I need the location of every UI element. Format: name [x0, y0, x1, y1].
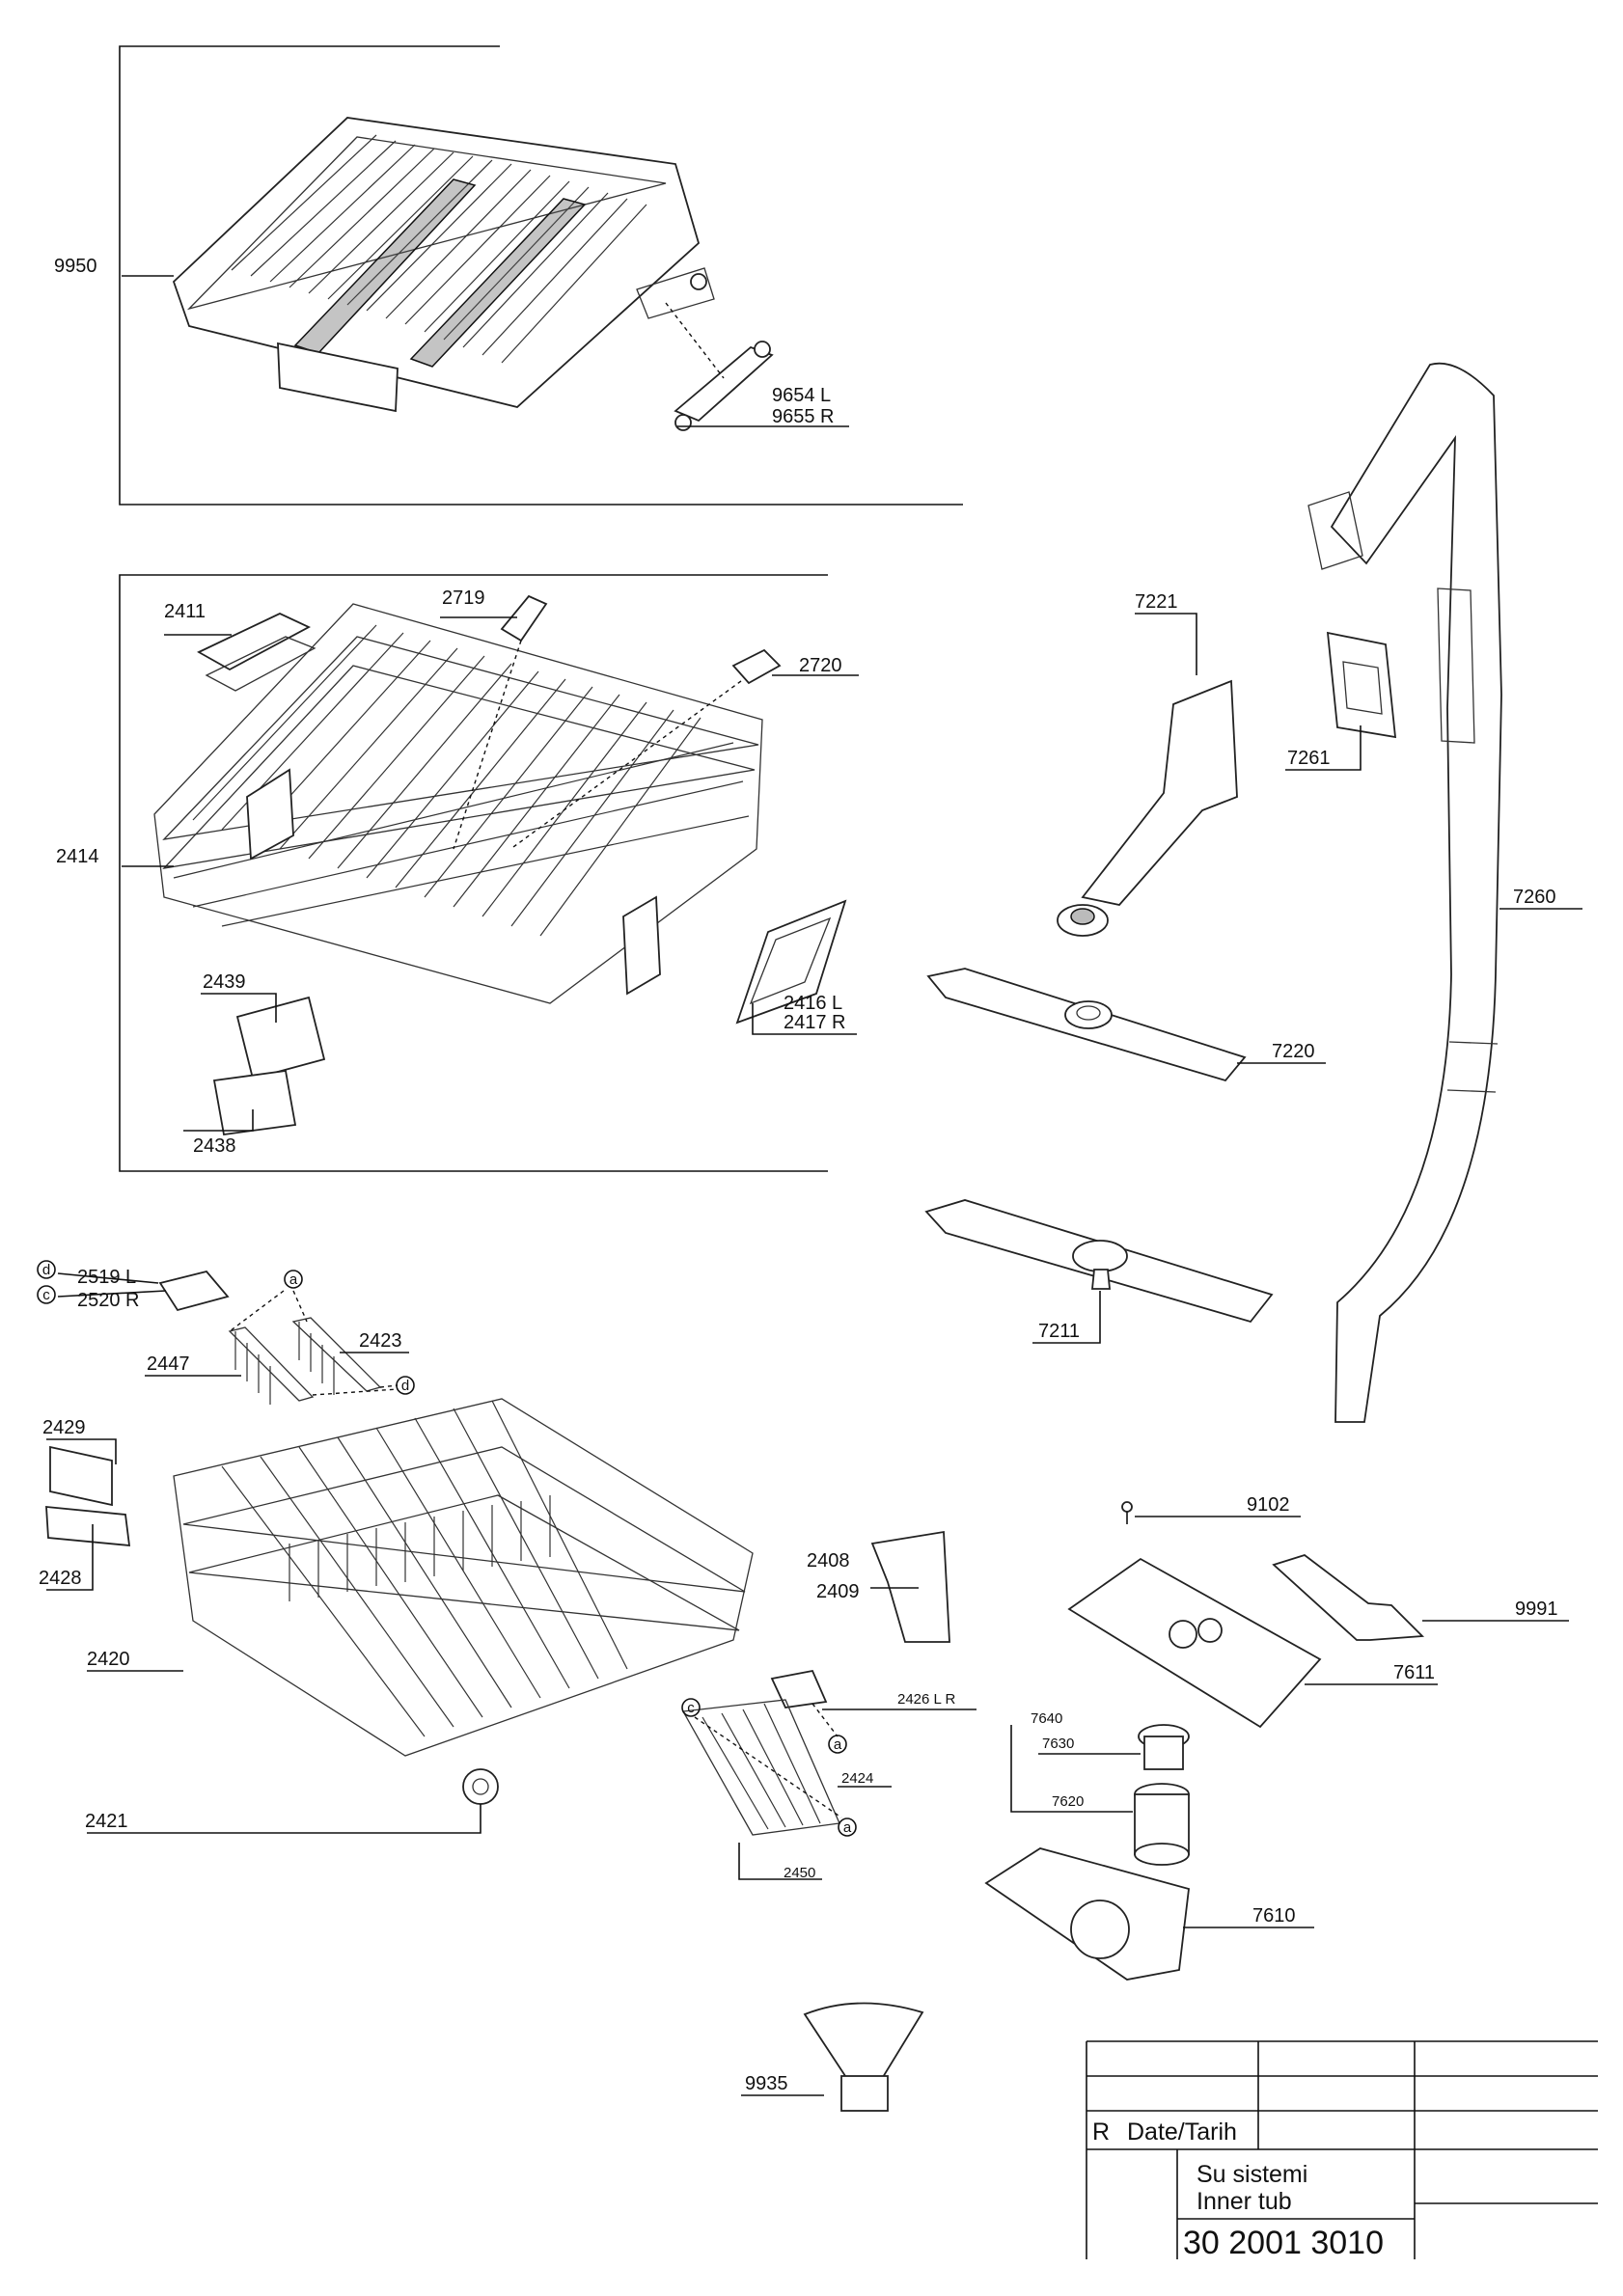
side-runner-9654-drawing [674, 341, 774, 431]
funnel-9935-drawing [803, 2002, 924, 2112]
title-block-revision: R [1092, 2118, 1110, 2146]
label-9950: 9950 [54, 256, 97, 277]
label-7220: 7220 [1272, 1041, 1315, 1062]
callout-a1: a [284, 1270, 303, 1289]
label-2417: 2417 R [784, 1012, 846, 1033]
label-2424: 2424 [841, 1770, 873, 1787]
part-2429-drawing [49, 1445, 113, 1507]
sump-cover-7611-drawing [1067, 1557, 1322, 1729]
label-2450: 2450 [784, 1865, 815, 1881]
cutlery-tray-drawing [172, 117, 715, 413]
label-7211: 7211 [1038, 1321, 1080, 1342]
tine-rack-2424-drawing [681, 1699, 840, 1836]
label-2408: 2408 [807, 1550, 850, 1572]
pipe-9991-drawing [1272, 1554, 1425, 1641]
label-2421: 2421 [85, 1811, 128, 1832]
leader-lines [46, 275, 1582, 2096]
label-7640: 7640 [1031, 1710, 1062, 1727]
label-2428: 2428 [39, 1568, 82, 1589]
filter-7620-drawing [1134, 1783, 1190, 1866]
label-9654: 9654 L [772, 385, 831, 406]
label-2447: 2447 [147, 1353, 190, 1375]
callout-a2: a [828, 1735, 847, 1754]
callout-c2: c [681, 1698, 701, 1717]
callout-c1-letter: c [42, 1287, 50, 1303]
label-2409: 2409 [816, 1581, 860, 1602]
water-pipe-7260-drawing [1307, 362, 1502, 1423]
callout-c2-letter: c [687, 1700, 695, 1716]
label-7610: 7610 [1252, 1905, 1296, 1927]
upper-section-frame [119, 45, 963, 506]
callout-d1: d [37, 1260, 56, 1279]
clip-2720-drawing [731, 648, 782, 685]
lower-spray-arm-7211-drawing [924, 1199, 1274, 1324]
callout-a3: a [838, 1818, 857, 1837]
label-2423: 2423 [359, 1330, 402, 1352]
filter-7610-drawing [984, 1847, 1190, 1981]
title-block: R Date/Tarih Su sistemi Inner tub 30 200… [1086, 2040, 1598, 2261]
title-block-date-label: Date/Tarih [1127, 2118, 1237, 2146]
label-2719: 2719 [442, 588, 485, 609]
clip-2719-drawing [500, 594, 548, 642]
callout-d2: d [396, 1376, 415, 1395]
label-7261: 7261 [1287, 748, 1331, 769]
label-9991: 9991 [1515, 1599, 1558, 1620]
label-9655: 9655 R [772, 406, 835, 427]
label-9102: 9102 [1247, 1494, 1290, 1516]
bracket-2408-drawing [870, 1530, 950, 1643]
part-2439-drawing [235, 996, 326, 1080]
label-2411: 2411 [164, 601, 206, 622]
screw-9102-drawing [1121, 1501, 1133, 1524]
spray-arm-feeder-7221-drawing [1057, 679, 1238, 937]
filter-7630-drawing [1138, 1724, 1190, 1770]
holder-7261-drawing [1326, 631, 1397, 739]
callout-d2-letter: d [401, 1378, 409, 1394]
label-2426: 2426 L R [897, 1691, 955, 1708]
upper-spray-arm-7220-drawing [926, 968, 1247, 1082]
rail-2416-drawing [735, 899, 847, 1025]
callout-a1-letter: a [289, 1271, 298, 1288]
callout-a3-letter: a [843, 1819, 852, 1836]
clip-2411-drawing [197, 613, 316, 692]
label-2520: 2520 R [77, 1290, 140, 1311]
label-2420: 2420 [87, 1649, 130, 1670]
callout-d1-letter: d [42, 1262, 50, 1278]
label-2429: 2429 [42, 1417, 86, 1438]
title-block-title-line2: Inner tub [1197, 2188, 1292, 2215]
label-2519: 2519 L [77, 1267, 136, 1288]
label-9935: 9935 [745, 2073, 788, 2094]
label-7611: 7611 [1393, 1662, 1435, 1683]
label-7620: 7620 [1052, 1793, 1084, 1810]
label-2414: 2414 [56, 846, 99, 867]
middle-section-frame [119, 574, 828, 1172]
part-2428-drawing [45, 1506, 131, 1547]
label-2438: 2438 [193, 1135, 236, 1157]
label-2416: 2416 L [784, 993, 842, 1014]
label-7260: 7260 [1513, 887, 1556, 908]
clip-2426-drawing [770, 1669, 828, 1708]
label-2720: 2720 [799, 655, 842, 676]
hook-2519-drawing [158, 1270, 230, 1312]
callout-c1: c [37, 1285, 56, 1304]
lower-basket-drawing [173, 1398, 754, 1757]
part-2438-drawing [212, 1069, 297, 1136]
title-block-drawing-number: 30 2001 3010 [1183, 2225, 1384, 2261]
label-7221: 7221 [1135, 591, 1178, 613]
label-7630: 7630 [1042, 1736, 1074, 1752]
callout-a2-letter: a [834, 1736, 842, 1753]
upper-basket-drawing [153, 603, 763, 1004]
title-block-title-line1: Su sistemi [1197, 2161, 1307, 2188]
cap-2421-drawing [462, 1768, 499, 1805]
label-2439: 2439 [203, 971, 246, 993]
tine-rack-2447-2423-drawing [228, 1317, 382, 1405]
